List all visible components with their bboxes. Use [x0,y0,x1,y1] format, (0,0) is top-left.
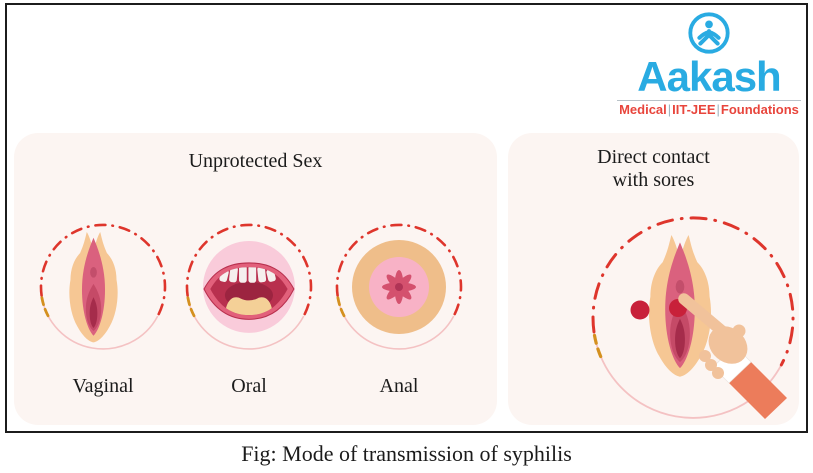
label-anal: Anal [379,375,419,397]
sleeve [725,358,787,419]
anal-illustration [335,223,463,350]
logo-divider [617,100,801,101]
direct-contact-title-line1: Direct contact [597,146,710,168]
mouth-shape [202,240,295,333]
tagline-separator: | [716,102,720,117]
figure-caption: Fig: Mode of transmission of syphilis [241,441,572,466]
aakash-person-icon [688,12,730,54]
sore-dot [630,300,650,320]
label-oral: Oral [231,375,267,397]
direct-contact-title-line2: with sores [612,169,695,191]
tagline-iitjee: IIT-JEE [672,102,716,117]
tagline-separator: | [667,102,672,117]
teeth [219,267,276,283]
vulva-shape [69,232,118,343]
dash-circle [39,223,167,350]
oral-illustration [185,223,313,350]
dash-circle [335,223,463,350]
index-finger [678,293,728,337]
label-vaginal: Vaginal [72,375,134,397]
vaginal-illustration [39,223,167,350]
dash-circle [185,223,313,350]
tagline-medical: Medical [619,102,667,117]
tagline-foundations: Foundations [720,102,799,117]
unprotected-sex-title: Unprotected Sex [188,150,323,172]
logo-wordmark: Aakash [637,53,781,100]
anus-shape [352,240,446,334]
tongue [224,297,273,316]
direct-contact-illustration [591,216,795,419]
logo-tagline: Medical|IIT-JEE|Foundations [619,102,799,117]
pointing-hand [678,293,787,419]
aakash-logo: Aakash Medical|IIT-JEE|Foundations [616,10,802,117]
